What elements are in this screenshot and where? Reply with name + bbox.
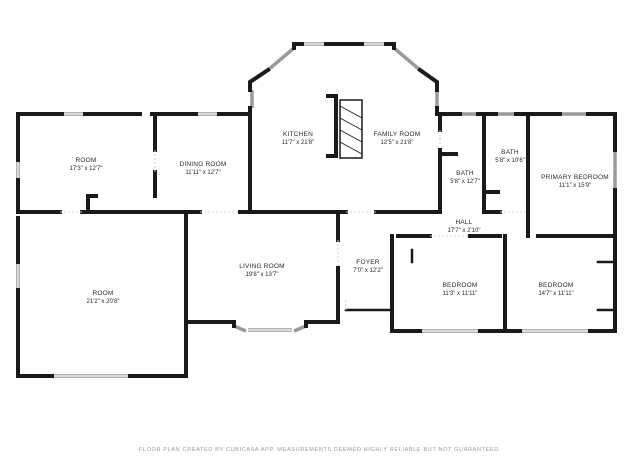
room-name: FAMILY ROOM (373, 131, 421, 138)
room-name: BATH (501, 149, 519, 156)
room-label-dining-room: DINING ROOM 11'11" x 12'7" (180, 161, 227, 177)
room-name: BEDROOM (538, 282, 574, 289)
room-label-family-room: FAMILY ROOM 12'5" x 21'8" (374, 131, 421, 147)
room-name: HALL (455, 219, 473, 226)
room-label-bath-2: BATH 5'8" x 10'6" (495, 149, 525, 165)
room-dimensions: 5'8" x 12'7" (450, 179, 480, 185)
room-dimensions: 19'8" x 13'7" (245, 272, 279, 278)
room-dimensions: 5'8" x 10'6" (495, 158, 525, 164)
room-name: KITCHEN (283, 131, 313, 138)
room-name: BEDROOM (442, 282, 478, 289)
room-name: BATH (456, 170, 474, 177)
room-dimensions: 14'7" x 11'11" (538, 291, 574, 297)
room-label-room-left: ROOM 17'3" x 12'7" (70, 157, 103, 173)
exterior-walls (16, 42, 617, 378)
room-label-living-room: LIVING ROOM 19'8" x 13'7" (239, 263, 285, 279)
room-name: ROOM (92, 290, 114, 297)
room-dimensions: 21'2" x 20'8" (86, 299, 120, 305)
room-name: DINING ROOM (179, 161, 227, 168)
room-dimensions: 17'3" x 12'7" (69, 166, 103, 172)
room-name: FOYER (356, 259, 380, 266)
windows (16, 42, 617, 378)
room-label-room-large: ROOM 21'2" x 20'8" (87, 290, 120, 306)
door-thresholds (60, 130, 528, 310)
disclaimer-footer: FLOOR PLAN CREATED BY CUBICASA APP. MEAS… (138, 447, 502, 453)
room-dimensions: 11'3" x 11'11" (442, 291, 478, 297)
room-label-hall: HALL 17'7" x 2'10" (448, 219, 481, 235)
room-label-primary-bedroom: PRIMARY BEDROOM 11'1" x 15'9" (541, 174, 609, 190)
interior-walls (16, 94, 617, 333)
room-name: LIVING ROOM (239, 263, 285, 270)
room-dimensions: 7'0" x 12'2" (353, 268, 383, 274)
room-label-bedroom-1: BEDROOM 11'3" x 11'11" (443, 282, 478, 298)
room-label-foyer: FOYER 7'0" x 12'2" (353, 259, 383, 275)
room-dimensions: 11'7" x 21'8" (281, 140, 315, 146)
fireplace (339, 99, 363, 159)
room-dimensions: 12'5" x 21'8" (380, 140, 414, 146)
room-name: PRIMARY BEDROOM (541, 174, 609, 181)
room-dimensions: 11'11" x 12'7" (185, 170, 221, 176)
room-label-bath-1: BATH 5'8" x 12'7" (450, 170, 480, 186)
room-label-kitchen: KITCHEN 11'7" x 21'8" (282, 131, 314, 147)
room-dimensions: 17'7" x 2'10" (447, 228, 481, 234)
room-label-bedroom-2: BEDROOM 14'7" x 11'11" (538, 282, 573, 298)
room-dimensions: 11'1" x 15'9" (558, 183, 592, 189)
room-name: ROOM (75, 157, 97, 164)
